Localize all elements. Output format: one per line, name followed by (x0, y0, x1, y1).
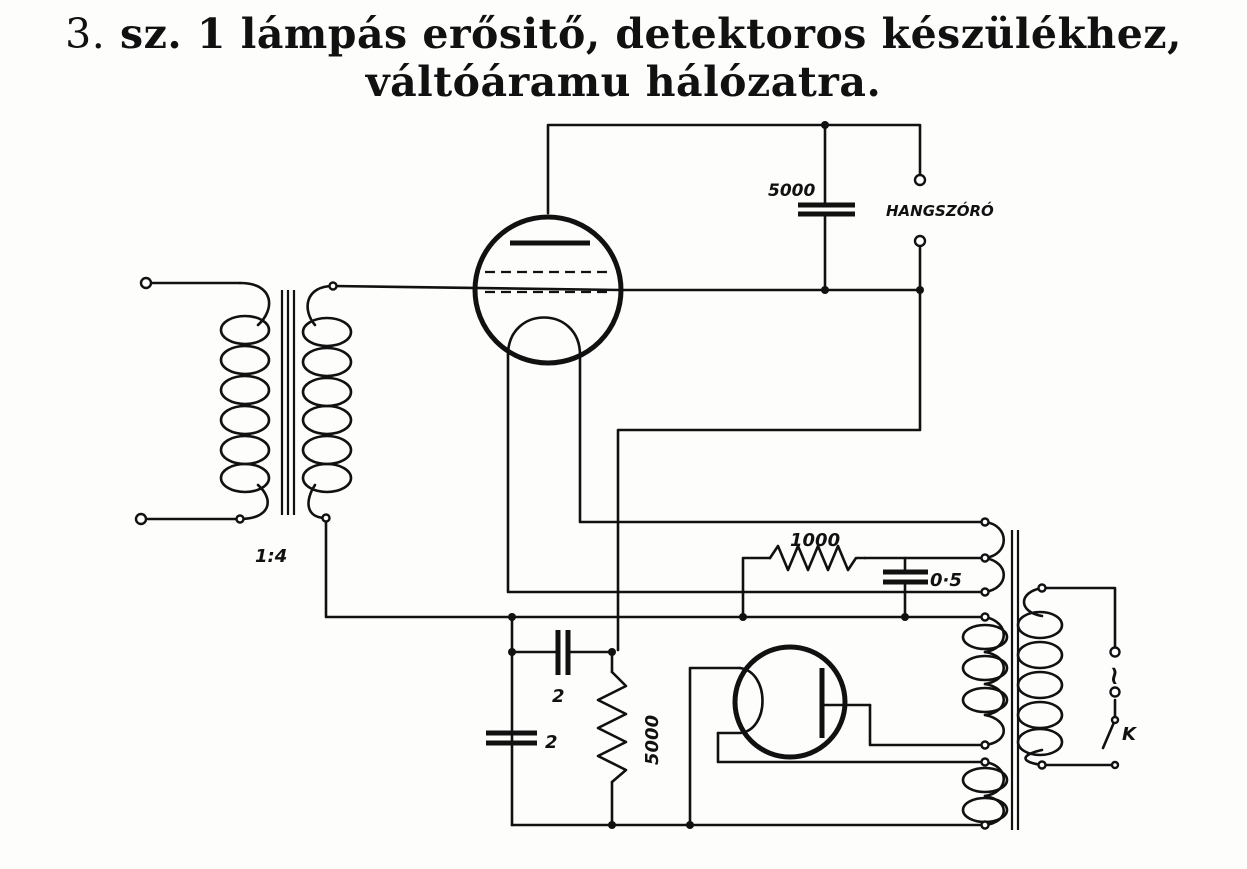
label-cap-2-left: 2 (545, 732, 558, 753)
page-title-line-2: váltóáramu hálózatra. (365, 58, 882, 106)
input-terminal-bottom (134, 512, 148, 526)
amplifier-tube (472, 214, 624, 366)
page-title-line-1: 3. sz. 1 lámpás erősitő, detektoros kész… (0, 10, 1247, 58)
title-text: sz. 1 lámpás erősitő, detektoros készülé… (120, 10, 1182, 58)
transformer-primary (1016, 586, 1064, 767)
mains-connection (1101, 646, 1121, 770)
wires (324, 123, 1117, 827)
secondary-coil (301, 316, 353, 494)
title-number: 3. (65, 10, 106, 58)
labels: 5000 HANGSZÓRÓ 1:4 1000 0·5 2 2 5000 K ~ (255, 181, 1138, 765)
tube-filament (506, 316, 582, 357)
label-cap-2-top: 2 (552, 686, 565, 707)
mains-terminal-top (1109, 646, 1121, 658)
label-resistor-5000: 5000 (642, 715, 663, 765)
primary-coil (219, 314, 271, 494)
capacitor-0-5 (883, 569, 928, 585)
speaker-capacitor (798, 202, 855, 217)
junction-dots (508, 121, 924, 829)
resistor-5000 (596, 670, 628, 784)
label-speaker: HANGSZÓRÓ (886, 201, 994, 220)
label-switch: K (1122, 724, 1138, 745)
capacitor-2-vertical (486, 730, 537, 746)
transformer-main-secondary (961, 615, 1009, 747)
input-transformer (219, 281, 353, 524)
transformer-upper-secondary (983, 520, 1005, 594)
resistor-1000 (768, 544, 867, 572)
power-transformer (961, 517, 1064, 830)
speaker-terminals (913, 173, 927, 248)
mains-terminal-bottom (1109, 686, 1121, 698)
transformer-filament-winding (961, 760, 1009, 827)
input-terminals (134, 276, 242, 526)
input-terminal-top (139, 276, 153, 290)
label-transformer-ratio: 1:4 (255, 546, 287, 567)
label-cap-05: 0·5 (930, 570, 962, 591)
label-resistor-1000: 1000 (790, 530, 840, 551)
rectifier-tube (716, 644, 872, 760)
label-mains-symbol: ~ (1099, 665, 1129, 687)
capacitor-2-horizontal (555, 630, 571, 675)
switch-blade (1101, 718, 1117, 750)
label-cap-speaker: 5000 (768, 181, 815, 201)
rectifier-filament (716, 666, 764, 735)
